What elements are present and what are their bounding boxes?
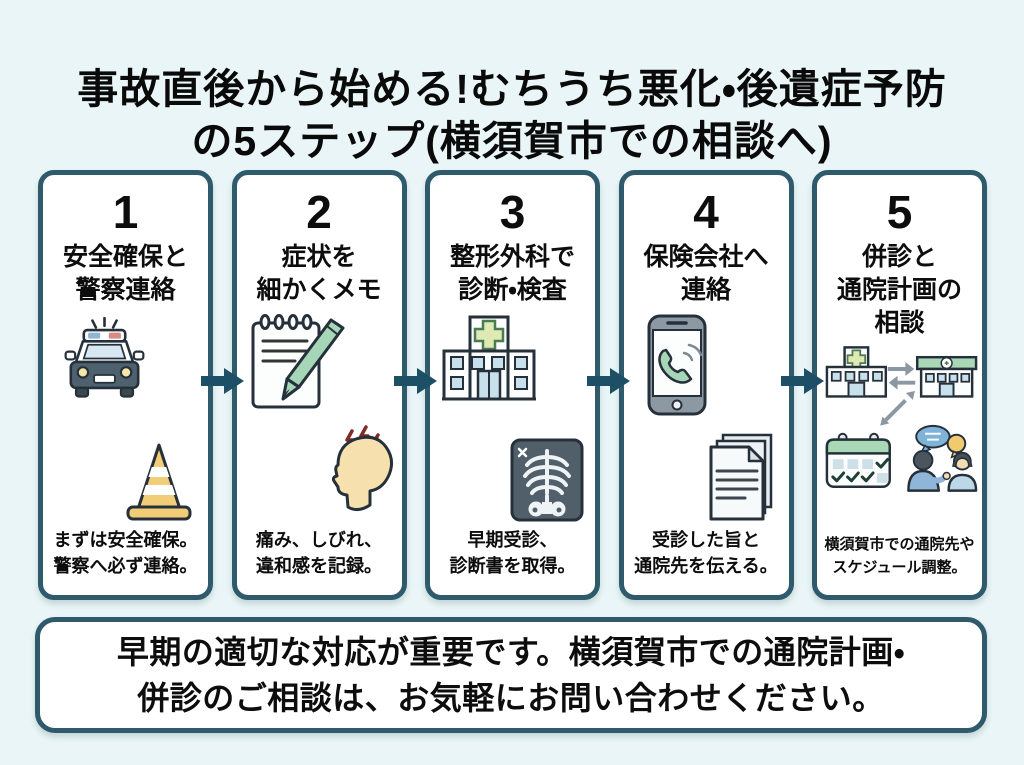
xray-icon xyxy=(510,438,584,522)
step-1-icon-area xyxy=(49,307,202,527)
steps-row: 1 安全確保と 警察連絡 xyxy=(38,170,987,600)
step-4-title: 保険会社へ 連絡 xyxy=(643,243,769,304)
step-2-icon-area xyxy=(243,307,396,527)
step-3-icon-area xyxy=(436,307,589,527)
calendar-icon xyxy=(825,432,891,488)
footer-note-text: 早期の適切な対応が重要です。横須賀市での通院計画・ 併診のご相談は、お気軽にお問… xyxy=(116,634,906,716)
clinic-a-icon xyxy=(825,346,888,398)
notepad-pen-icon xyxy=(251,314,344,409)
step-5-title: 併診と 通院計画の 相談 xyxy=(836,243,962,337)
clinic-b-icon xyxy=(915,355,978,398)
hospital-icon xyxy=(442,315,536,401)
flow-arrow-4-icon xyxy=(781,366,825,396)
step-card-4: 4 保険会社へ 連絡 xyxy=(618,170,794,600)
step-card-3: 3 整形外科で 診断・検査 xyxy=(425,170,600,600)
step-5-caption: 横須賀市での通院先や スケジュール調整。 xyxy=(824,536,975,576)
step-card-1: 1 安全確保と 警察連絡 xyxy=(38,170,213,600)
consultation-people-icon xyxy=(907,424,978,492)
flow-arrow-3-icon xyxy=(587,366,631,396)
step-1-number: 1 xyxy=(112,186,139,238)
page-title: 事故直後から始める!むちうち悪化・後遺症予防 の5ステップ(横須賀市での相談へ) xyxy=(77,66,947,165)
step-4-icon-area xyxy=(630,307,783,527)
head-pain-icon xyxy=(331,425,393,512)
flow-arrow-1-icon xyxy=(201,366,245,396)
step-2-caption: 痛み、しびれ、 違和感を記録。 xyxy=(255,530,383,576)
documents-icon xyxy=(709,433,772,521)
step-card-2: 2 症状を 細かくメモ xyxy=(231,170,407,600)
step-1-title: 安全確保と 警察連絡 xyxy=(62,243,188,304)
step-4-number: 4 xyxy=(693,186,719,238)
step-3-caption: 早期受診、 診断書を取得。 xyxy=(449,530,576,576)
step-2-title: 症状を 細かくメモ xyxy=(256,243,382,304)
step-5-icon-area xyxy=(823,340,978,533)
step-4-caption: 受診した旨と 通院先を伝える。 xyxy=(634,530,778,576)
step-5-number: 5 xyxy=(886,186,913,238)
traffic-cone-icon xyxy=(126,443,192,521)
step-card-5: 5 併診と 通院計画の 相談 xyxy=(812,170,987,600)
smartphone-call-icon xyxy=(647,314,706,416)
step-1-caption: まずは安全確保。 警察へ必ず連絡。 xyxy=(53,530,198,576)
footer-note-box: 早期の適切な対応が重要です。横須賀市での通院計画・ 併診のご相談は、お気軽にお問… xyxy=(35,617,987,733)
step-5-composite-icon xyxy=(825,346,978,492)
step-3-number: 3 xyxy=(499,186,526,238)
police-car-icon xyxy=(64,317,145,398)
exchange-arrows-icon xyxy=(880,362,916,426)
flow-arrow-2-icon xyxy=(394,366,438,396)
step-2-number: 2 xyxy=(306,186,332,238)
step-3-title: 整形外科で 診断・検査 xyxy=(449,243,575,304)
